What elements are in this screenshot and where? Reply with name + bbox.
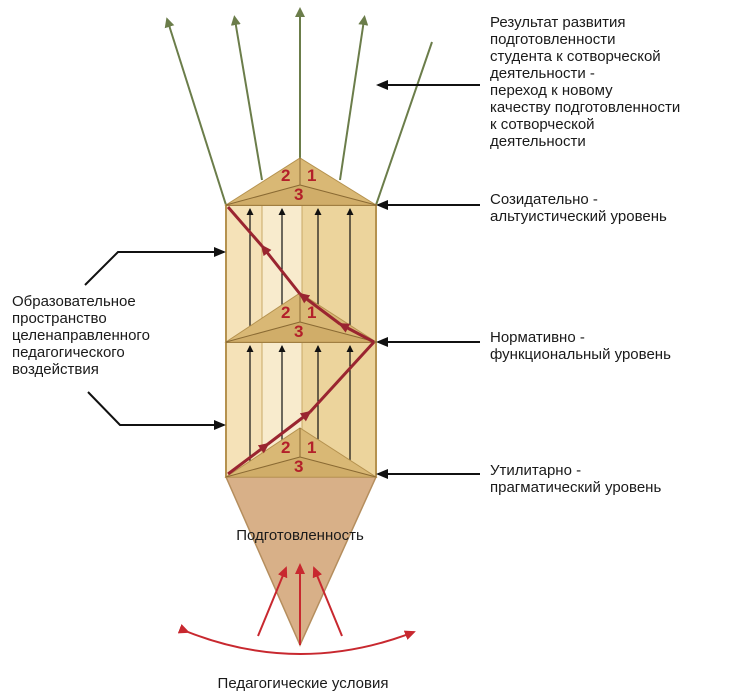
green-arrow-1 <box>168 22 226 205</box>
green-arrow-2 <box>235 20 262 180</box>
green-arrow-4 <box>340 20 364 180</box>
readiness-label: Подготовленность <box>236 527 364 544</box>
pyramid-top-number-1: 1 <box>307 166 316 185</box>
level-top-label: Созидательно - альтуистический уровень <box>490 191 667 225</box>
level-bottom-label: Утилитарно - прагматический уровень <box>490 462 661 496</box>
pyramid-bottom-number-2: 2 <box>281 438 290 457</box>
space-label: Образовательное пространство целенаправл… <box>12 293 150 378</box>
pyramid-mid-number-2: 2 <box>281 303 290 322</box>
right-pointer-arrows <box>378 85 480 474</box>
pyramid-top-number-2: 2 <box>281 166 290 185</box>
space-pointer-upper <box>85 252 224 285</box>
space-pointer-lower <box>88 392 224 425</box>
pyramid-top-number-3: 3 <box>294 185 303 204</box>
pyramid-bottom-number-3: 3 <box>294 457 303 476</box>
green-arrow-5 <box>376 42 432 205</box>
conditions-label: Педагогические условия <box>188 675 418 692</box>
level-mid-label: Нормативно - функциональный уровень <box>490 329 671 363</box>
pyramid-mid-number-3: 3 <box>294 322 303 341</box>
result-label: Результат развития подготовленности студ… <box>490 14 680 150</box>
pyramid-bottom-number-1: 1 <box>307 438 316 457</box>
conditions-arrows <box>188 565 414 654</box>
